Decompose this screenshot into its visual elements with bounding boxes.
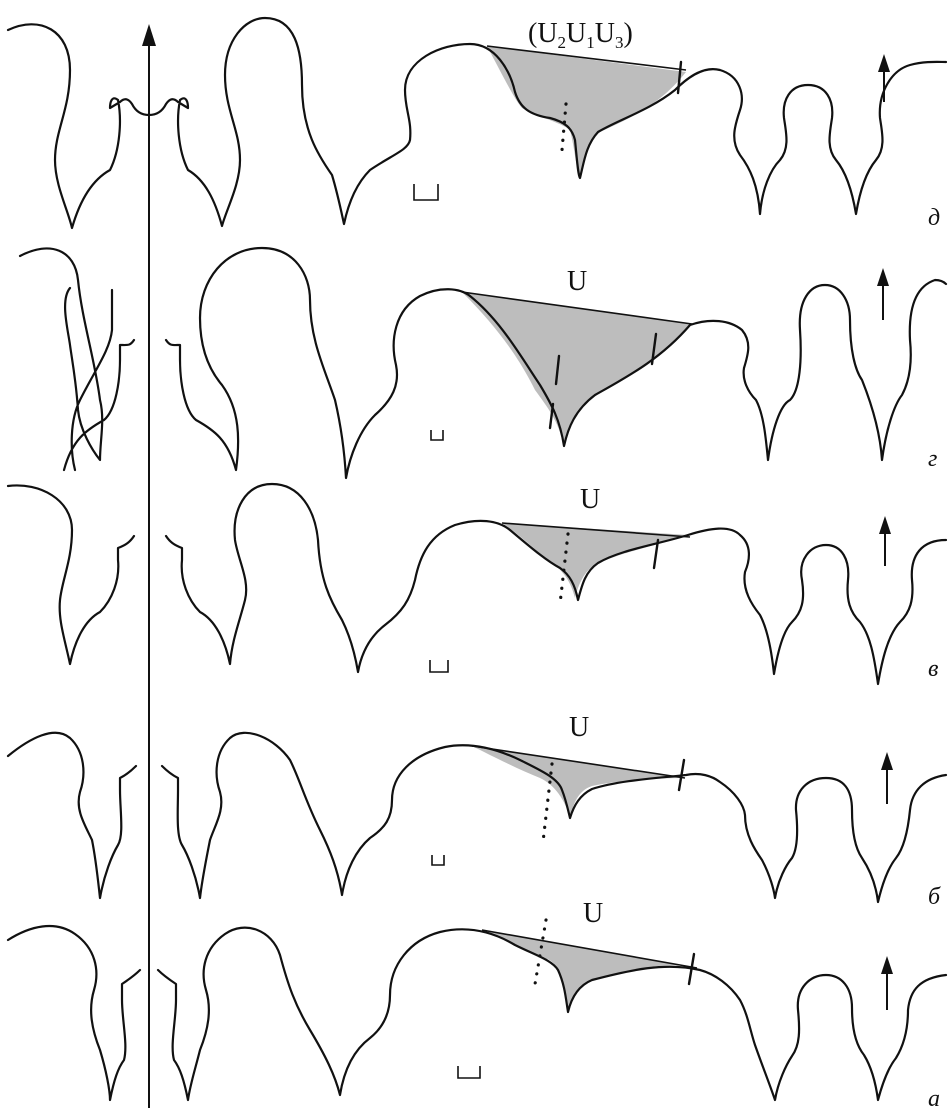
orientation-arrow-icon xyxy=(879,516,891,566)
scale-bar-icon xyxy=(431,430,443,440)
scale-bar-icon xyxy=(430,660,448,672)
stage-letter: б xyxy=(928,884,941,910)
orientation-arrow-icon xyxy=(881,752,893,804)
lobe-shading xyxy=(482,930,697,1012)
stage-letter: а xyxy=(928,1086,940,1112)
stage-letter: д xyxy=(928,205,940,231)
orientation-arrow-icon xyxy=(881,956,893,1010)
panel-g: U г xyxy=(20,248,946,478)
scale-bar-icon xyxy=(458,1066,480,1078)
lobe-shading xyxy=(472,746,685,818)
scale-bar-icon xyxy=(432,855,444,865)
lobe-label: U xyxy=(583,898,603,929)
orientation-arrow-icon xyxy=(878,54,890,102)
stage-letter: в xyxy=(928,656,938,682)
stage-letter: г xyxy=(928,446,937,472)
lobe-label: U xyxy=(567,266,587,297)
lobe-shading xyxy=(462,292,692,446)
scale-bar-icon xyxy=(414,184,438,200)
suture-line xyxy=(20,248,946,478)
siphuncle-axis-arrow-icon xyxy=(142,24,156,1108)
lobe-label: U xyxy=(569,712,589,743)
lobe-label: (U2U1U3) xyxy=(528,18,633,52)
lobe-label: U xyxy=(580,484,600,515)
orientation-arrow-icon xyxy=(877,268,889,320)
suture-mark xyxy=(678,62,681,93)
